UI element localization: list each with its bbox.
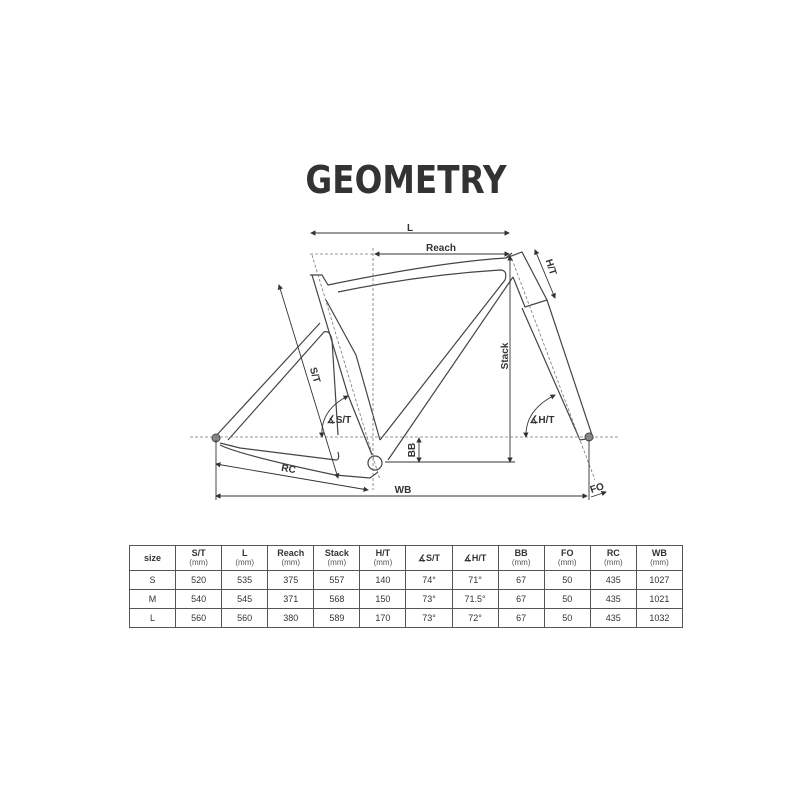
table-header-row: size S/T(mm) L(mm) Reach(mm) Stack(mm) H… xyxy=(128,545,684,571)
cell: 435 xyxy=(589,570,637,590)
cell: 560 xyxy=(221,608,269,628)
cell: 71.5° xyxy=(451,589,499,609)
col-header: BB(mm) xyxy=(497,545,545,571)
cell: 140 xyxy=(359,570,407,590)
cell: 170 xyxy=(359,608,407,628)
label-l: L xyxy=(407,223,413,234)
cell: 72° xyxy=(451,608,499,628)
cell: M xyxy=(128,589,177,609)
cell: 73° xyxy=(405,608,453,628)
cell: 535 xyxy=(221,570,269,590)
label-reach: Reach xyxy=(426,243,456,254)
label-wb: WB xyxy=(395,485,412,496)
cell: 435 xyxy=(589,589,637,609)
col-header: WB(mm) xyxy=(635,545,684,571)
table-row: M 540 545 371 568 150 73° 71.5° 67 50 43… xyxy=(128,589,684,609)
label-st-angle: ∡S/T xyxy=(327,415,352,426)
cell: 1021 xyxy=(635,589,684,609)
label-stack: Stack xyxy=(500,342,511,369)
cell: 568 xyxy=(313,589,361,609)
cell: 1027 xyxy=(635,570,684,590)
cell: 50 xyxy=(543,570,591,590)
bike-frame xyxy=(214,251,594,479)
cell: 589 xyxy=(313,608,361,628)
col-header: Reach(mm) xyxy=(267,545,315,571)
cell: S xyxy=(128,570,177,590)
label-fo: FO xyxy=(589,481,606,496)
guide-lines xyxy=(190,248,620,490)
dimension-lines xyxy=(215,230,607,500)
cell: L xyxy=(128,608,177,628)
cell: 560 xyxy=(175,608,223,628)
cell: 67 xyxy=(497,589,545,609)
cell: 375 xyxy=(267,570,315,590)
cell: 1032 xyxy=(635,608,684,628)
page-title: GEOMETRY xyxy=(305,158,507,202)
cell: 71° xyxy=(451,570,499,590)
cell: 73° xyxy=(405,589,453,609)
cell: 150 xyxy=(359,589,407,609)
col-header: S/T(mm) xyxy=(175,545,223,571)
label-st: S/T xyxy=(307,366,322,384)
col-header: H/T(mm) xyxy=(359,545,407,571)
cell: 74° xyxy=(405,570,453,590)
col-header: Stack(mm) xyxy=(313,545,361,571)
cell: 50 xyxy=(543,589,591,609)
col-header: ∡H/T xyxy=(451,545,499,571)
cell: 545 xyxy=(221,589,269,609)
cell: 380 xyxy=(267,608,315,628)
table-row: S 520 535 375 557 140 74° 71° 67 50 435 … xyxy=(128,570,684,590)
cell: 557 xyxy=(313,570,361,590)
cell: 67 xyxy=(497,570,545,590)
geometry-table: size S/T(mm) L(mm) Reach(mm) Stack(mm) H… xyxy=(128,545,684,628)
col-header: size xyxy=(128,545,177,571)
cell: 540 xyxy=(175,589,223,609)
cell: 371 xyxy=(267,589,315,609)
label-ht-angle: ∡H/T xyxy=(529,415,554,426)
label-ht: H/T xyxy=(543,258,558,277)
col-header: L(mm) xyxy=(221,545,269,571)
col-header: FO(mm) xyxy=(543,545,591,571)
cell: 435 xyxy=(589,608,637,628)
label-rc: RC xyxy=(280,463,296,476)
col-header: RC(mm) xyxy=(589,545,637,571)
col-header: ∡S/T xyxy=(405,545,453,571)
cell: 67 xyxy=(497,608,545,628)
cell: 50 xyxy=(543,608,591,628)
label-bb: BB xyxy=(407,443,418,457)
table-row: L 560 560 380 589 170 73° 72° 67 50 435 … xyxy=(128,608,684,628)
cell: 520 xyxy=(175,570,223,590)
